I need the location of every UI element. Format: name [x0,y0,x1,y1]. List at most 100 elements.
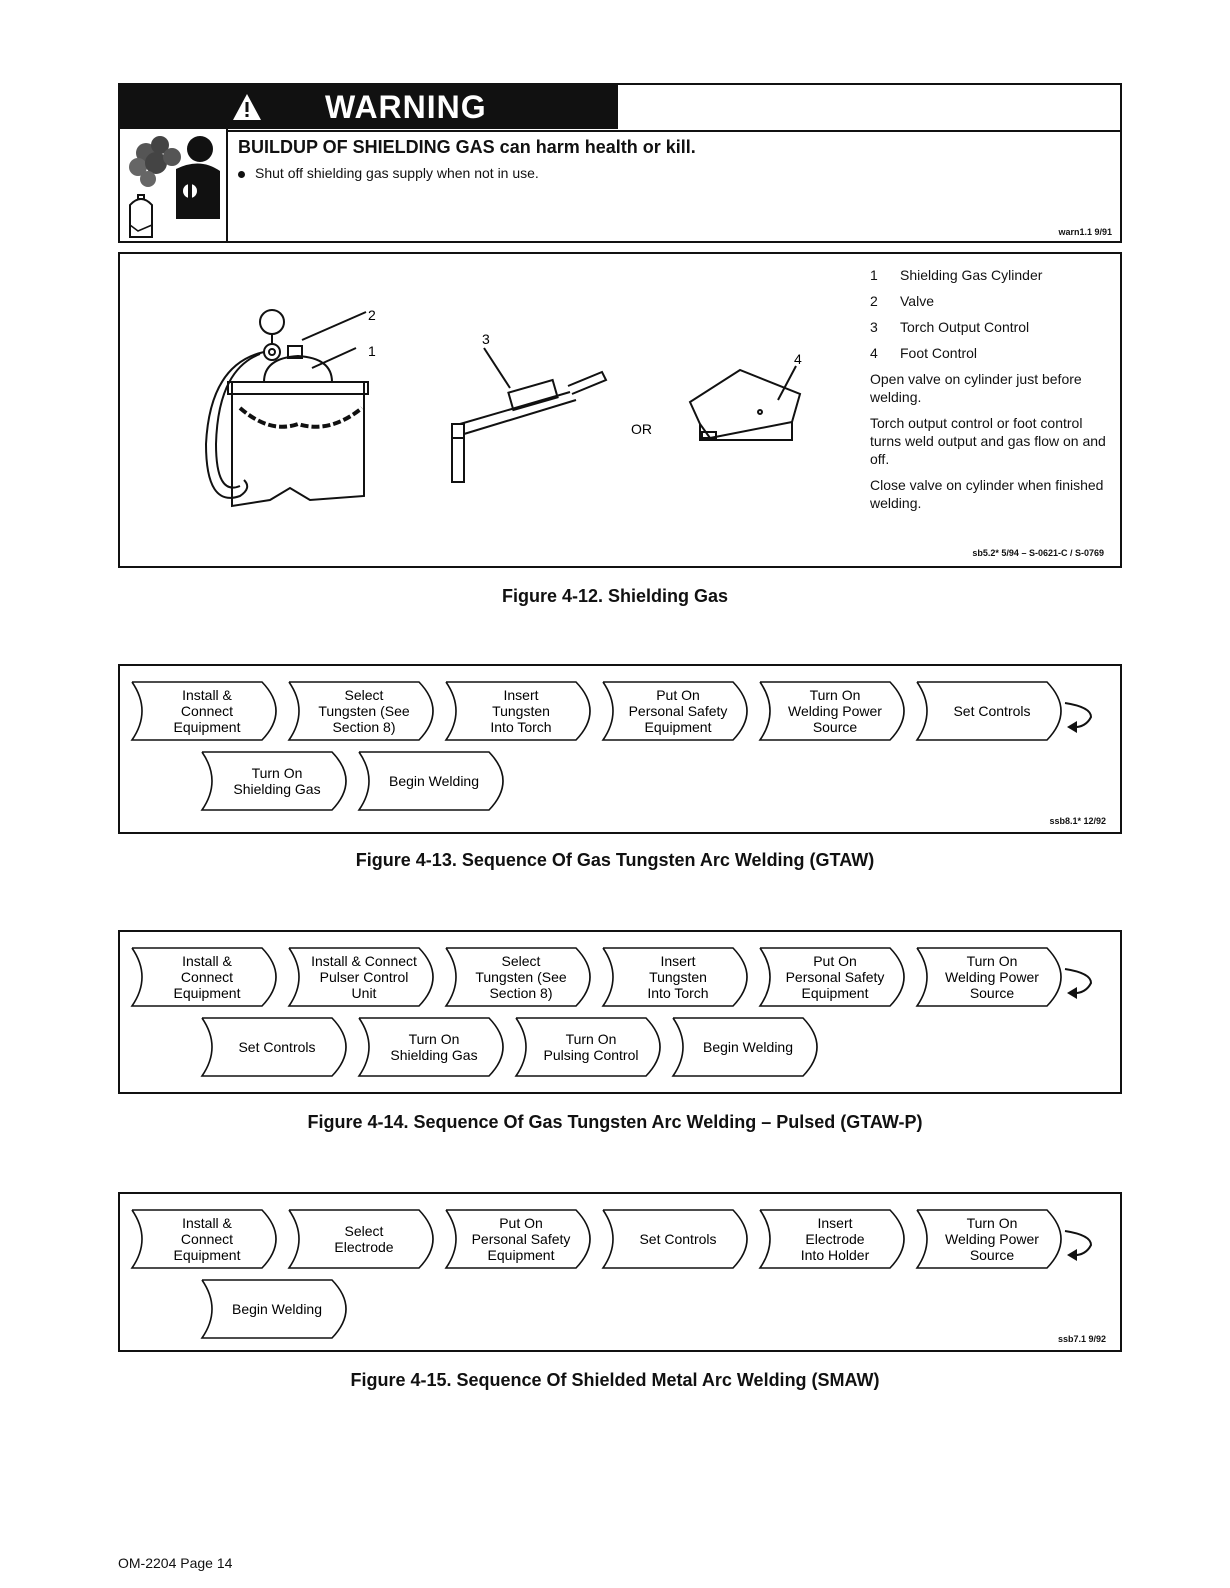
warning-triangle-icon [233,94,261,120]
step-label: Begin Welding [232,1301,322,1317]
step-label: Install & Connect [311,953,417,969]
step-label: Turn On [409,1031,460,1047]
arrowhead-icon [1067,1249,1077,1261]
sequence-step: Begin Welding [357,751,504,811]
step-label: Into Torch [490,719,551,735]
step-label: Pulser Control [320,969,409,985]
callout-3: 3 [482,331,490,347]
step-label: Tungsten [492,703,550,719]
step-label: Source [813,719,858,735]
step-label: Into Holder [801,1247,870,1263]
step-label: Set Controls [639,1231,716,1247]
step-label: Equipment [174,719,241,735]
figure-code: ssb8.1* 12/92 [1049,816,1106,826]
instruction-paragraph: Close valve on cylinder when finished we… [870,477,1104,511]
step-label: Turn On [252,765,303,781]
sequence-step: Set Controls [915,681,1062,741]
step-label: Turn On [967,1215,1018,1231]
figure-code: ssb7.1 9/92 [1057,1334,1106,1344]
figure-code: sb5.2* 5/94 – S-0621-C / S-0769 [972,548,1104,558]
sequence-step: Set Controls [200,1017,347,1077]
hazard-statement: BUILDUP OF SHIELDING GAS can harm health… [238,137,696,157]
step-label: Welding Power [945,1231,1039,1247]
step-label: Equipment [802,985,869,1001]
callout-2: 2 [368,307,376,323]
continue-arrow-icon [1064,1230,1093,1257]
sequence-step: Begin Welding [671,1017,818,1077]
step-label: Put On [656,687,700,703]
step-label: Begin Welding [703,1039,793,1055]
step-label: Welding Power [945,969,1039,985]
step-label: Tungsten [649,969,707,985]
step-label: Tungsten (See [475,969,567,985]
step-label: Unit [352,985,377,1001]
step-label: Put On [499,1215,543,1231]
step-label: Turn On [810,687,861,703]
step-label: Pulsing Control [544,1047,639,1063]
step-label: Equipment [488,1247,555,1263]
continue-arrow-icon [1064,702,1093,729]
sequence-diagram: Install &ConnectEquipmentSelectTungsten … [130,681,1093,811]
step-label: Section 8) [489,985,552,1001]
step-label: Shielding Gas [390,1047,477,1063]
step-label: Insert [660,953,695,969]
figure-caption: Figure 4-15. Sequence Of Shielded Metal … [350,1370,880,1390]
step-label: Connect [181,703,233,719]
warning-title: WARNING [325,89,487,125]
step-label: Select [502,953,541,969]
sequence-diagram: Install &ConnectEquipmentSelectElectrode… [130,1209,1093,1339]
step-label: Install & [182,1215,232,1231]
step-label: Insert [817,1215,852,1231]
figure-caption: Figure 4-14. Sequence Of Gas Tungsten Ar… [307,1112,923,1132]
step-label: Electrode [334,1239,393,1255]
step-label: Connect [181,1231,233,1247]
step-label: Into Torch [647,985,708,1001]
callout-1: 1 [368,343,376,359]
warning-code: warn1.1 9/91 [1058,227,1112,237]
step-label: Select [345,687,384,703]
step-label: Turn On [967,953,1018,969]
continue-arrow-icon [1064,968,1093,995]
warning-box: WARNING BUILDUP OF SHIELDING GAS can har… [118,83,1122,243]
step-label: Section 8) [332,719,395,735]
step-label: Put On [813,953,857,969]
figure-caption: Figure 4-12. Shielding Gas [501,586,729,606]
step-label: Equipment [645,719,712,735]
step-label: Personal Safety [786,969,885,985]
step-label: Source [970,1247,1015,1263]
step-label: Set Controls [953,703,1030,719]
step-label: Install & [182,687,232,703]
step-label: Set Controls [238,1039,315,1055]
figure-caption: Figure 4-13. Sequence Of Gas Tungsten Ar… [355,850,875,870]
step-label: Turn On [566,1031,617,1047]
sequence-step: Begin Welding [200,1279,347,1339]
step-label: Install & [182,953,232,969]
step-label: Source [970,985,1015,1001]
instruction-paragraph: Open valve on cylinder just before weldi… [870,371,1082,405]
bullet-icon [238,170,245,178]
step-label: Personal Safety [629,703,728,719]
step-label: Personal Safety [472,1231,571,1247]
step-label: Welding Power [788,703,882,719]
